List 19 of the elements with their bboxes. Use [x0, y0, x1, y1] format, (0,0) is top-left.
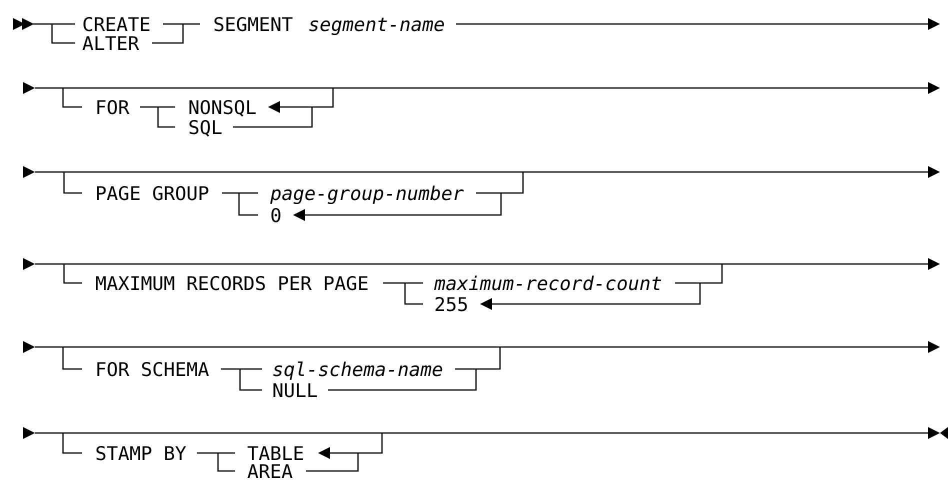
syntax-keyword: FOR	[97, 100, 130, 114]
syntax-keyword: ALTER	[82, 36, 140, 50]
syntax-keyword: CREATE	[84, 16, 150, 32]
variable-name: segment-name	[309, 18, 444, 36]
syntax-keyword: TABLE	[248, 446, 303, 460]
variable-name: page-group-number	[270, 186, 464, 204]
syntax-keyword: SEGMENT	[214, 16, 293, 32]
syntax-keyword: AREA	[248, 464, 292, 478]
default-value: 0	[271, 208, 280, 222]
syntax-keyword: MAXIMUM RECORDS PER PAGE	[96, 276, 368, 290]
variable-name: maximum-record-count	[434, 276, 662, 290]
syntax-keyword: PAGE GROUP	[97, 186, 208, 200]
syntax-keyword: STAMP BY	[96, 446, 186, 460]
syntax-keyword: SQL	[190, 120, 222, 136]
syntax-keyword: NONSQL	[190, 100, 256, 116]
syntax-keyword: FOR SCHEMA	[97, 362, 209, 376]
default-value: 255	[436, 296, 467, 312]
syntax-keyword: NULL	[274, 383, 317, 398]
variable-name: sql-schema-name	[273, 362, 442, 380]
